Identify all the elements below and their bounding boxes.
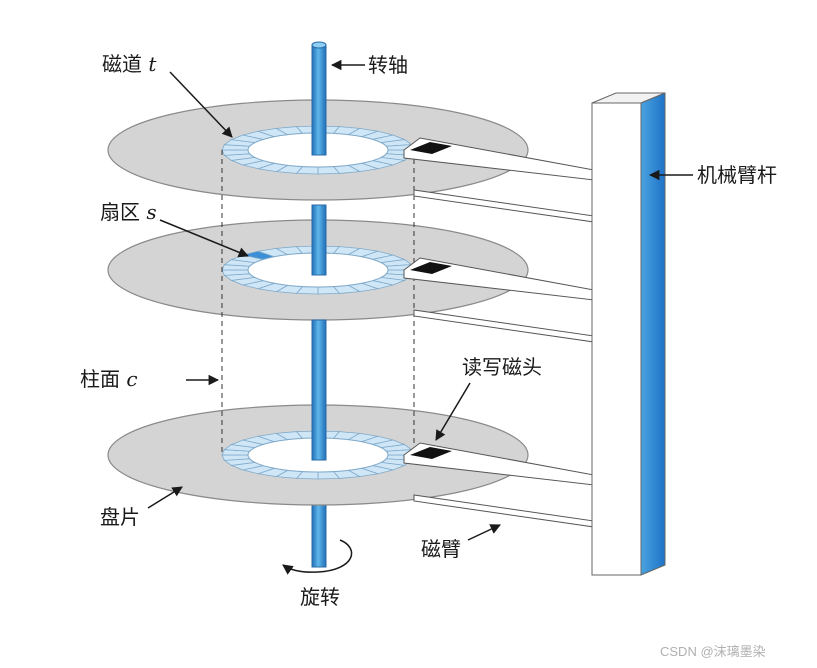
watermark: CSDN @沫璃墨染 [660,644,766,659]
spindle-mid-2 [311,319,327,461]
actuator-column [591,92,666,576]
spindle-bottom [311,504,327,568]
rw-head-block [410,447,452,459]
rw-head-block [410,142,452,154]
rw-head-block [410,262,452,274]
callout-arrows [147,59,693,541]
label-track: 磁道 t [102,52,157,76]
label-cylinder: 柱面 c [80,367,138,391]
spindle-mid-1 [311,204,327,276]
label-spindle: 转轴 [368,53,408,77]
label-rotation: 旋转 [300,585,340,609]
arm-2 [403,257,595,343]
label-platter: 盘片 [100,505,140,529]
label-arm: 磁臂 [421,537,461,561]
rotation-arrow-icon [282,539,353,575]
label-rw-head: 读写磁头 [462,355,542,379]
label-arm-assembly: 机械臂杆 [697,163,777,187]
cylinder-outline [221,150,415,455]
arms [403,137,595,528]
label-sector: 扇区 s [100,200,157,224]
spindle-top [311,44,327,156]
